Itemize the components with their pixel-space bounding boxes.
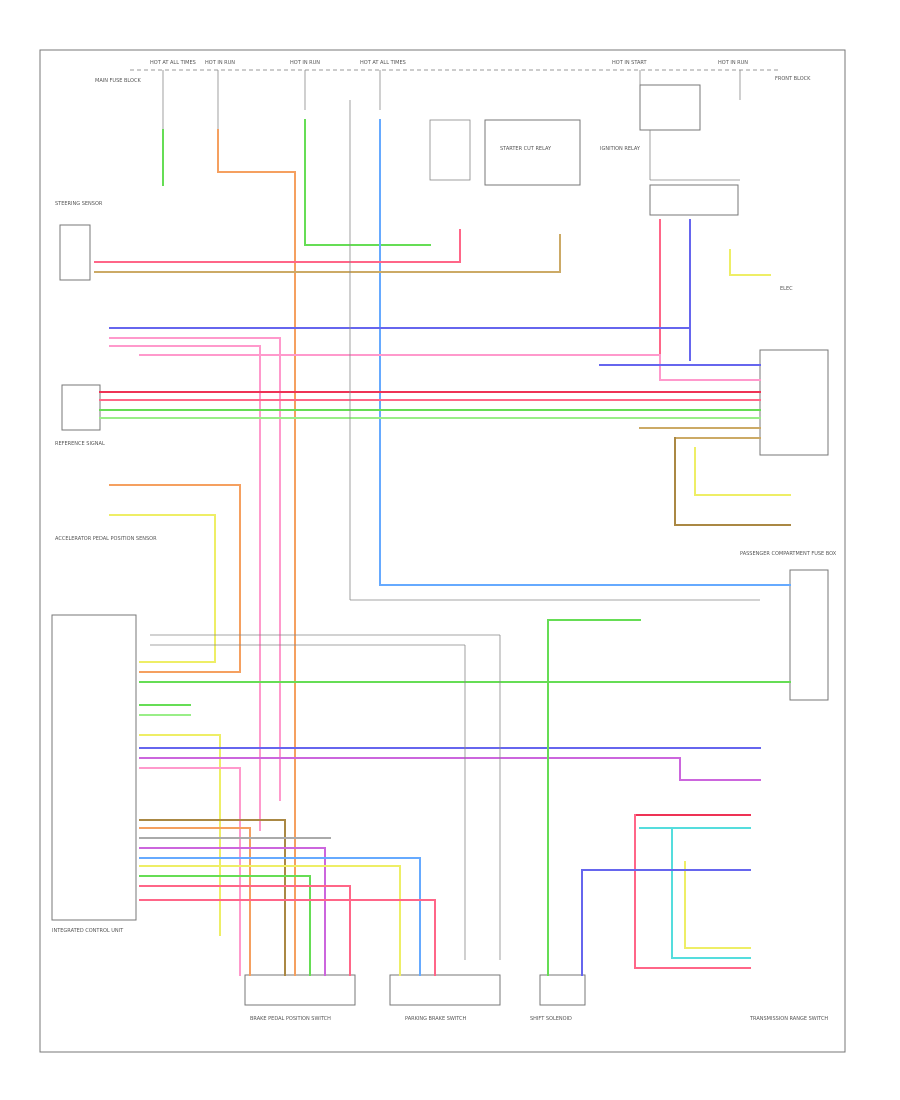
bottom-box-2 [389, 974, 501, 1006]
wire-violet-30 [139, 757, 761, 781]
right-relay-box [789, 569, 829, 701]
wire-orange-2 [217, 129, 296, 976]
bottom-box-3 [539, 974, 586, 1006]
bottom-label-1: BRAKE PEDAL POSITION SWITCH [250, 1016, 331, 1022]
relay-2-label: IGNITION RELAY [600, 146, 641, 152]
wire-pink-5 [94, 229, 461, 263]
wire-violet-35 [139, 847, 326, 976]
right-module-box [759, 349, 829, 456]
relay-box-1 [429, 119, 471, 181]
wire-yellow-9 [729, 249, 771, 276]
fuse-label-3: HOT IN RUN [290, 60, 320, 66]
wire-orange-33 [139, 827, 251, 976]
wire-orange-23 [109, 484, 241, 673]
wire-pink-40 [139, 899, 436, 976]
accelerator-sensor-label: ACCELERATOR PEDAL POSITION SENSOR [55, 536, 157, 542]
module-right-label: PASSENGER COMPARTMENT FUSE BOX [740, 551, 837, 557]
diagram-frame [39, 49, 846, 1053]
relay-box-3 [639, 84, 701, 131]
main-fuse-block-label: MAIN FUSE BLOCK [95, 78, 141, 84]
fuse-label-5: HOT IN START [612, 60, 648, 66]
wire-light_blue-36 [139, 857, 421, 976]
wire-pink-39 [139, 885, 351, 976]
relay-1-label: STARTER CUT RELAY [500, 146, 552, 152]
wire-brown-22 [674, 437, 791, 526]
gray-lines [150, 100, 760, 960]
wire-green-3 [304, 119, 431, 246]
wire-yellow-24 [109, 514, 216, 663]
fuse-labels: HOT AT ALL TIMES HOT IN RUN HOT IN RUN H… [150, 60, 748, 66]
relay-box-4 [649, 184, 739, 216]
bottom-label-3: SHIFT SOLENOID [530, 1016, 572, 1022]
fuse-label-2: HOT IN RUN [205, 60, 235, 66]
wire-green-38 [139, 875, 311, 976]
reference-sensor-label: REFERENCE SIGNAL [55, 441, 105, 447]
wire-tan-6 [94, 234, 561, 273]
fuse-label-4: HOT AT ALL TIMES [360, 60, 406, 66]
ecm-label: INTEGRATED CONTROL UNIT [52, 928, 124, 934]
reference-sensor-box [61, 384, 101, 431]
fuse-drops [162, 70, 741, 130]
wire-light_pink-11 [109, 337, 281, 801]
wire-cyan-44 [671, 827, 751, 959]
wire-light_pink-12 [109, 345, 261, 831]
bottom-label-2: PARKING BRAKE SWITCH [405, 1016, 467, 1022]
wire-light_pink-13 [139, 354, 761, 381]
wire-yellow-28 [139, 734, 221, 936]
bottom-box-1 [244, 974, 356, 1006]
front-block-label: FRONT BLOCK [775, 76, 811, 82]
wire-brown-32 [139, 819, 286, 976]
steering-sensor-box [59, 224, 91, 281]
steering-sensor-label: STEERING SENSOR [55, 201, 103, 207]
wire-pink-43 [634, 814, 751, 969]
fuse-label-1: HOT AT ALL TIMES [150, 60, 196, 66]
bottom-label-4: TRANSMISSION RANGE SWITCH [749, 1016, 828, 1022]
wires [94, 119, 791, 976]
wire-light_pink-31 [139, 767, 241, 976]
wire-yellow-45 [684, 861, 751, 949]
ecm-box [51, 614, 137, 921]
wire-yellow-21 [694, 447, 791, 496]
relay-box-2 [484, 119, 581, 186]
wire-light_blue-4 [379, 119, 791, 586]
fuse-label-6: HOT IN RUN [718, 60, 748, 66]
wire-yellow-37 [139, 865, 401, 976]
corner-label: ELEC [780, 286, 793, 292]
